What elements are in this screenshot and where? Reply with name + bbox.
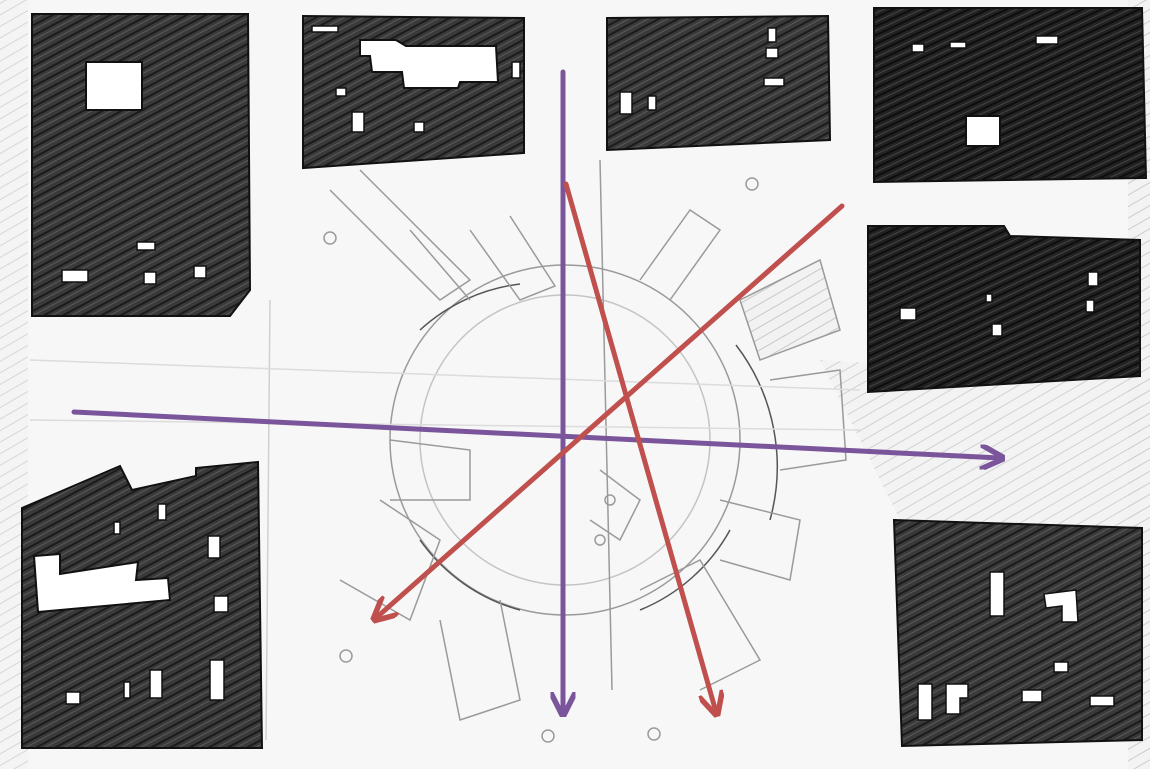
city-blocks [21,7,1148,749]
block-bottom-left [21,460,264,749]
block-mid-right [867,225,1141,394]
diagonal-arrow-southeast [563,181,716,712]
block-top-center-right [606,14,832,152]
block-top-right [873,7,1148,184]
block-top-center-left [302,14,525,170]
block-top-left [31,13,252,317]
circulation-arrows [71,69,1000,712]
diagonal-arrow-southwest [376,203,845,618]
horizontal-axis-arrow [71,409,1000,458]
block-bottom-right [892,518,1143,748]
